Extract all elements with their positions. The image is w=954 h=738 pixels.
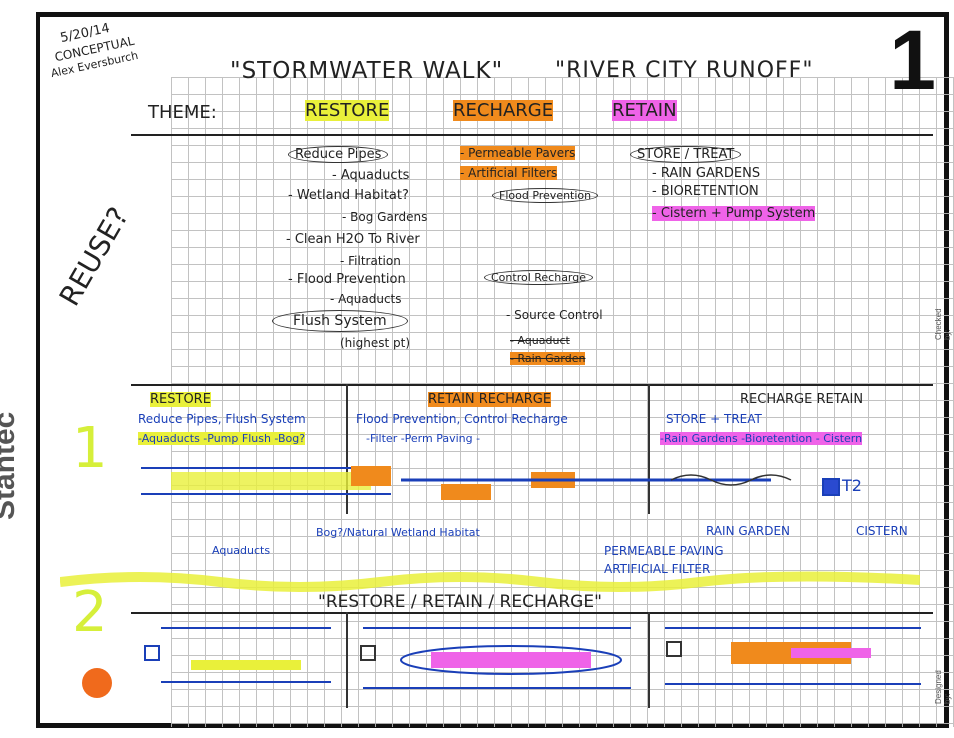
section-line: Flood Prevention, Control Recharge xyxy=(356,412,568,426)
retain-list-item: - Cistern + Pump System xyxy=(652,206,816,221)
section-2-sketch xyxy=(144,627,921,689)
column-divider xyxy=(648,612,650,708)
callout-bog: Bog?/Natural Wetland Habitat xyxy=(316,526,480,539)
company-logo-text: Stantec xyxy=(0,411,21,520)
section-divider xyxy=(131,384,933,386)
callout-aquaducts: Aquaducts xyxy=(212,544,271,557)
recharge-list-item: Control Recharge xyxy=(484,270,594,285)
title-stormwater-walk: "STORMWATER WALK" xyxy=(230,58,504,84)
section-line: Reduce Pipes, Flush System xyxy=(138,412,306,426)
theme-label: THEME: xyxy=(148,102,217,123)
column-divider xyxy=(346,612,348,708)
callout-cistern: CISTERN xyxy=(856,524,908,538)
row-2-title: "RESTORE / RETAIN / RECHARGE" xyxy=(318,592,602,612)
sheet-number: 1 xyxy=(889,13,936,107)
section-head-retain-recharge: RETAIN RECHARGE xyxy=(428,392,552,407)
theme-restore: RESTORE xyxy=(305,100,390,121)
row-marker-1: 1 xyxy=(72,416,108,481)
recharge-list-item: - Artificial Filters xyxy=(460,166,558,180)
restore-list-item: Reduce Pipes xyxy=(288,146,389,163)
theme-divider xyxy=(131,134,933,136)
section-line: -Filter -Perm Paving - xyxy=(366,432,481,445)
side-checked-by: Checked by: xyxy=(934,308,952,340)
theme-retain: RETAIN xyxy=(612,100,677,121)
retain-list-item: - BIORETENTION xyxy=(652,184,759,199)
callout-t2: T2 xyxy=(842,476,862,495)
theme-recharge: RECHARGE xyxy=(453,100,554,121)
restore-list-item: - Wetland Habitat? xyxy=(288,188,409,203)
recharge-list-item: - Aquaduct xyxy=(510,334,570,347)
section-2-divider xyxy=(131,612,933,614)
section-head-recharge-retain: RECHARGE RETAIN xyxy=(740,392,864,407)
section-head-restore: RESTORE xyxy=(150,392,211,407)
highlight-sweep xyxy=(60,571,920,592)
section-line: -Aquaducts -Pump Flush -Bog? xyxy=(138,432,306,445)
restore-list-item: Flush System xyxy=(272,310,408,332)
restore-list-item: - Flood Prevention xyxy=(288,272,406,287)
restore-list-item: - Bog Gardens xyxy=(342,210,428,224)
callout-permeable-paving: PERMEABLE PAVING xyxy=(604,544,724,558)
recharge-list-item: Flood Prevention xyxy=(492,188,599,203)
column-divider xyxy=(346,384,348,514)
callout-artificial-filter: ARTIFICIAL FILTER xyxy=(604,562,711,576)
section-line: STORE + TREAT xyxy=(666,412,762,426)
column-divider xyxy=(648,384,650,514)
restore-list-item: - Aquaducts xyxy=(332,168,410,183)
title-river-city-runoff: "RIVER CITY RUNOFF" xyxy=(555,58,814,83)
recharge-list-item: - Source Control xyxy=(506,308,603,322)
restore-list-item: - Filtration xyxy=(340,254,401,268)
restore-list-item: - Aquaducts xyxy=(330,292,402,306)
logo-mark-icon xyxy=(82,668,112,698)
retain-list-item: STORE / TREAT xyxy=(630,146,742,163)
recharge-list-item: - Rain Garden xyxy=(510,352,586,365)
retain-list-item: - RAIN GARDENS xyxy=(652,166,761,181)
drawing-sheet xyxy=(36,12,954,728)
section-line: -Rain Gardens -Bioretention - Cistern xyxy=(660,432,863,445)
recharge-list-item: - Permeable Pavers xyxy=(460,146,576,160)
side-designed-by: Designed by: xyxy=(934,670,952,704)
grid-paper xyxy=(171,77,954,727)
restore-list-item: (highest pt) xyxy=(340,336,411,350)
cistern-icon xyxy=(822,478,840,496)
section-1-sketch xyxy=(141,466,792,500)
row-marker-2: 2 xyxy=(72,580,108,645)
callout-rain-garden: RAIN GARDEN xyxy=(706,524,791,538)
restore-list-item: - Clean H2O To River xyxy=(286,232,420,247)
